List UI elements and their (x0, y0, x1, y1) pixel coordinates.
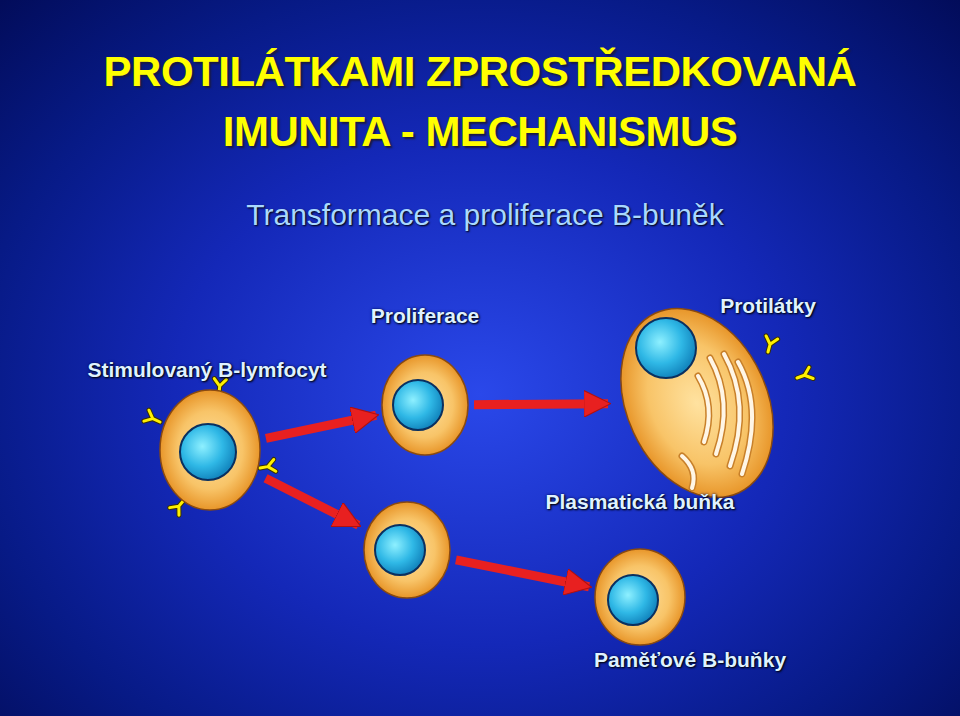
arrow (474, 399, 608, 409)
slide-title: PROTILÁTKAMI ZPROSTŘEDKOVANÁ IMUNITA - M… (50, 42, 910, 162)
subtitle: Transformace a proliferace B-buněk (246, 198, 723, 232)
arrow (266, 415, 376, 438)
cell-outline (362, 500, 452, 600)
cell: Paměťové B-buňky (593, 547, 687, 647)
cell-label: Stimulovaný B-lymfocyt (87, 358, 326, 382)
cell: Proliferace (380, 353, 470, 457)
cell-outline (593, 547, 687, 647)
cell-label: Plasmatická buňka (545, 490, 734, 514)
cell-label: Proliferace (371, 304, 480, 328)
cell (362, 500, 452, 600)
plasma-cell: ProtilátkyPlasmatická buňka (612, 296, 782, 510)
arrow (266, 478, 359, 525)
cell-outline (380, 353, 470, 457)
cell: Stimulovaný B-lymfocyt (158, 388, 262, 512)
cell-outline (158, 388, 262, 512)
cell-label: Paměťové B-buňky (594, 648, 786, 672)
cell-label: Protilátky (720, 294, 816, 318)
arrow (456, 560, 589, 587)
cell-outline (612, 296, 782, 510)
